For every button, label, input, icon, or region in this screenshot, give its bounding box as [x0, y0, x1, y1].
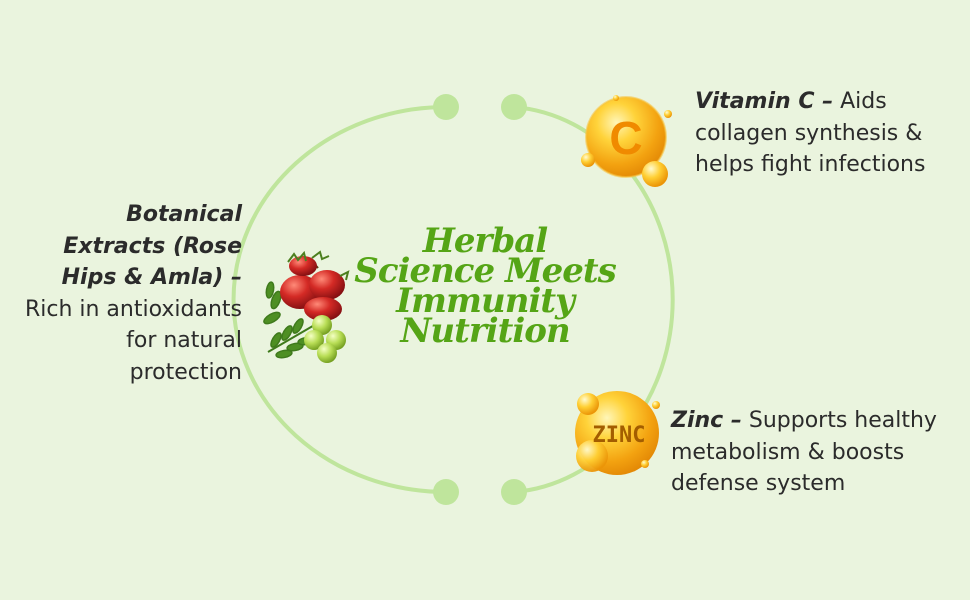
title-line: Immunity — [396, 281, 575, 321]
zinc-label: ZINC — [593, 423, 646, 448]
zinc-icon: ZINC — [575, 391, 660, 475]
vitamin-c-body: Aids collagen synthesis & helps fight in… — [695, 89, 926, 177]
ring-dot — [501, 479, 527, 505]
zinc-callout: Zinc – Supports healthy metabolism & boo… — [671, 405, 946, 500]
zinc-body: Supports healthy metabolism & boosts def… — [671, 408, 937, 496]
ring-arc-left — [231, 105, 447, 494]
zinc-heading: Zinc – — [671, 408, 742, 433]
title-line: Herbal — [422, 221, 548, 261]
ring-dots — [433, 94, 527, 505]
center-title: Herbal Science Meets Immunity Nutrition — [340, 221, 630, 351]
ring-dot — [501, 94, 527, 120]
botanical-callout: Botanical Extracts (Rose Hips & Amla) – … — [20, 199, 242, 388]
botanical-heading: Botanical Extracts (Rose Hips & Amla) – — [61, 202, 242, 290]
vitamin-c-callout: Vitamin C – Aids collagen synthesis & he… — [695, 86, 955, 181]
vitamin-c-icon: C — [581, 95, 672, 187]
botanical-body: Rich in antioxidants for natural protect… — [24, 296, 242, 385]
ring-dot — [433, 94, 459, 120]
rose-hip-berries — [280, 250, 350, 321]
amla-fruits — [304, 315, 346, 363]
title-line: Science Meets — [354, 251, 616, 291]
vitamin-c-letter: C — [609, 112, 642, 164]
rose-hips-amla-icon — [263, 250, 350, 363]
title-line: Nutrition — [400, 311, 570, 351]
ring-dot — [433, 479, 459, 505]
vitamin-c-heading: Vitamin C – — [695, 89, 834, 114]
